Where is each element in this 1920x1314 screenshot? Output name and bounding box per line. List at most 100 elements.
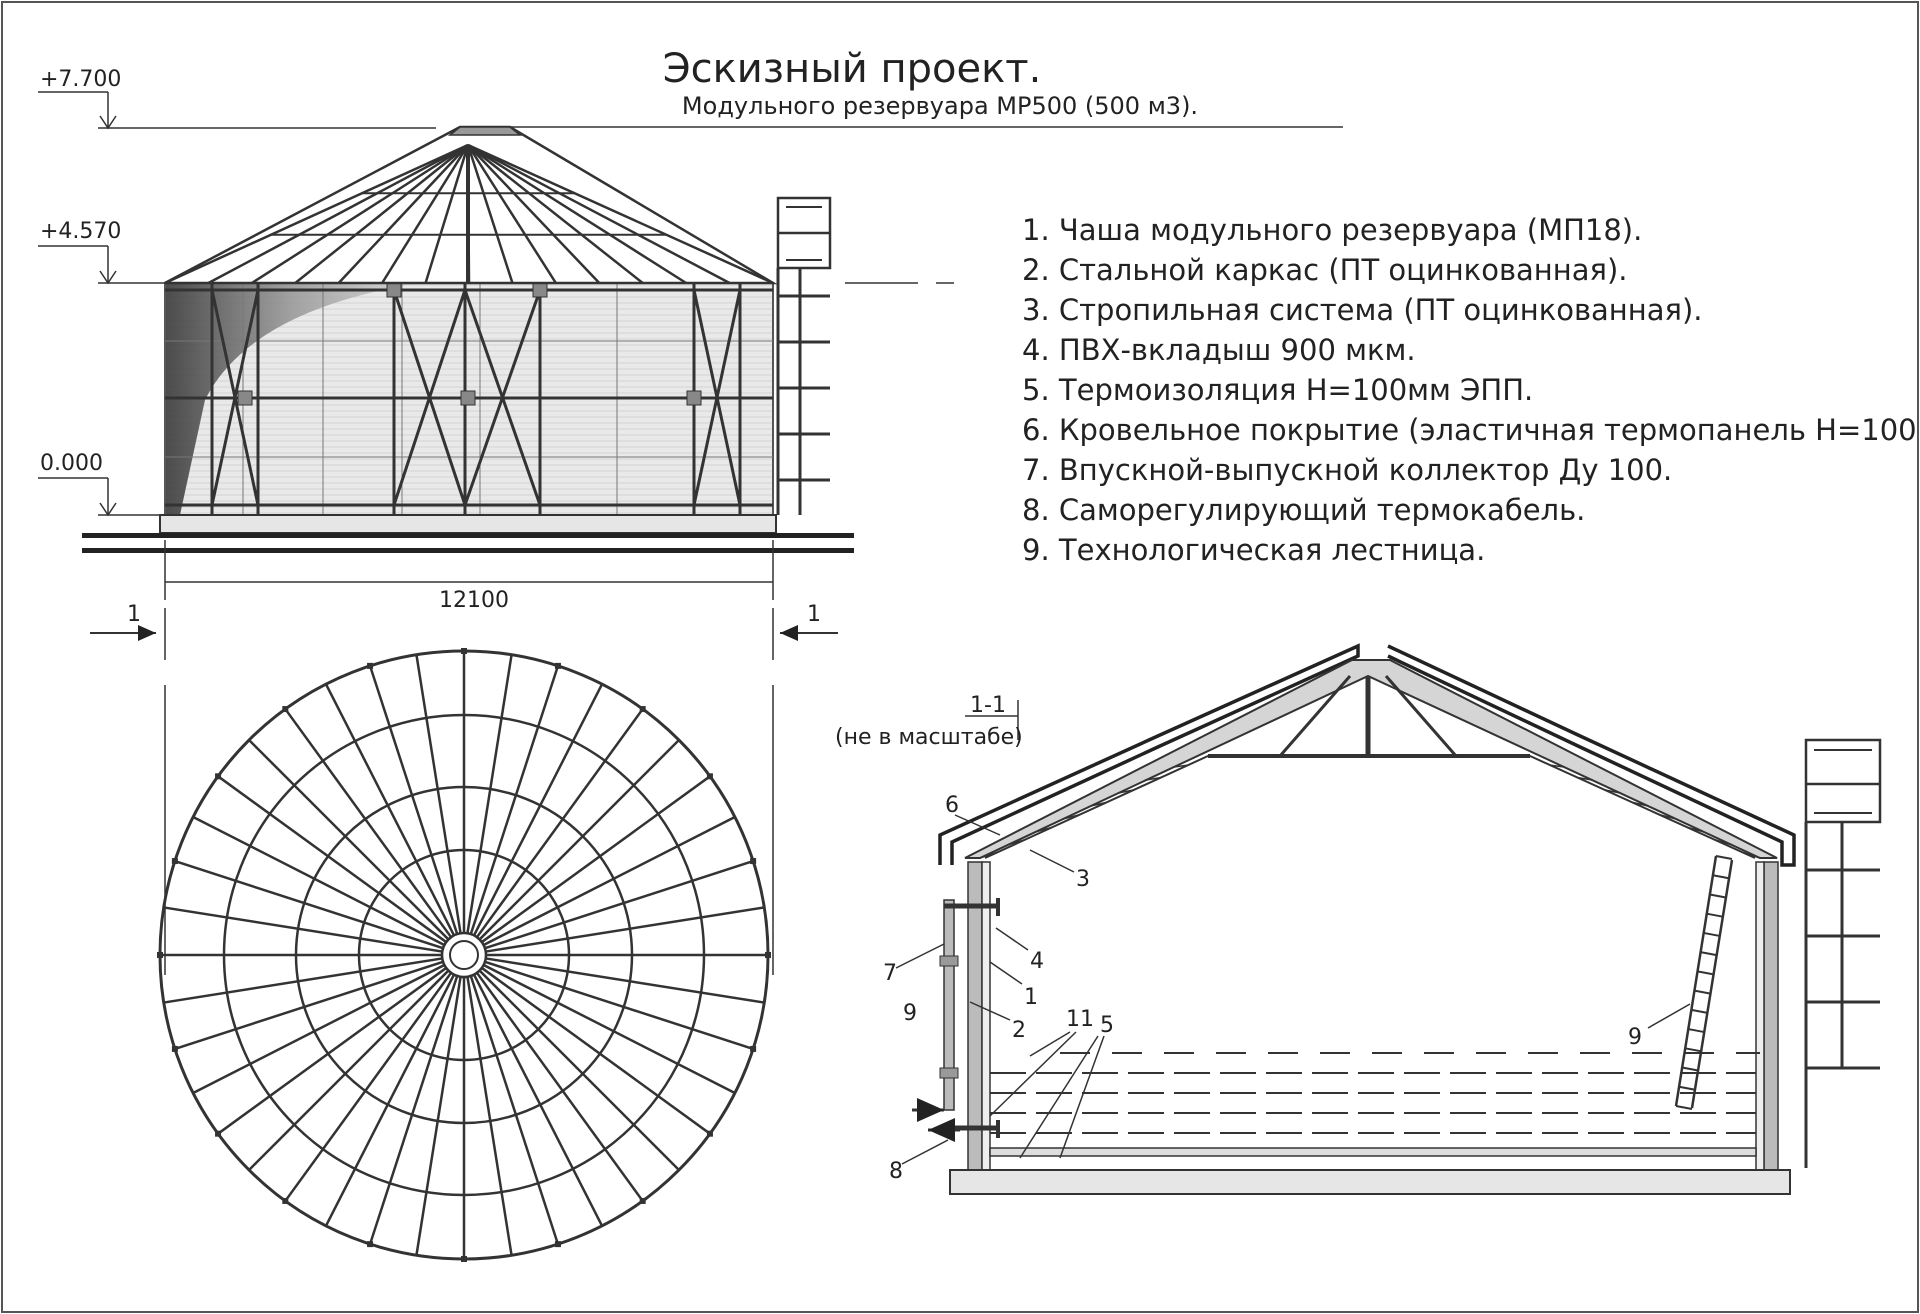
plan-spoke (483, 815, 736, 947)
rafter (207, 143, 469, 285)
legend: 1. Чаша модульного резервуара (МП18). 2.… (1022, 213, 1920, 567)
ladder-rung (1681, 1066, 1699, 1072)
ladder-rung (1688, 1028, 1705, 1034)
x-brace (692, 289, 742, 506)
plan-hub (449, 940, 479, 970)
truss-web (1062, 813, 1080, 820)
rafter (381, 144, 470, 284)
truss-web (1577, 776, 1593, 781)
plan-joint (750, 1045, 757, 1052)
plan-spoke (481, 966, 711, 1135)
elevation-mark-ground: 0.000 (38, 451, 165, 517)
section-floor (989, 1147, 1757, 1157)
elevation-label-top: +7.700 (40, 67, 121, 92)
callout-7: 7 (883, 961, 897, 986)
callout-4: 4 (1030, 949, 1044, 974)
truss-web (1118, 789, 1135, 794)
plan-spoke (478, 739, 680, 941)
plan-joint (367, 662, 374, 669)
plan-spoke (472, 974, 604, 1227)
plan-spoke (469, 665, 560, 935)
water-levels (990, 1052, 1760, 1134)
roof-truss (964, 659, 1778, 859)
plan-spoke (284, 708, 453, 938)
elevation-mark-eave: +4.570 (38, 219, 165, 285)
plan-joint (171, 1045, 178, 1052)
plan-spoke (248, 969, 450, 1171)
elevation-view: +7.700 +4.570 0.000 (38, 67, 954, 660)
plan-spoke (248, 739, 450, 941)
plan-joint (706, 773, 713, 780)
rafter (467, 143, 731, 285)
callout-6: 6 (945, 793, 959, 818)
plan-spoke (284, 972, 453, 1202)
plan-joint (639, 1197, 646, 1204)
section-wall-right-inner (1755, 861, 1765, 1171)
plan-spoke (368, 975, 459, 1245)
plan-view (157, 648, 774, 1262)
svg-text:1: 1 (127, 602, 141, 627)
width-dimension-label: 12100 (439, 588, 509, 613)
rafter (424, 144, 470, 284)
ladder-rung (1678, 1085, 1696, 1091)
rafter (467, 144, 644, 284)
ladder-section (1804, 738, 1882, 1168)
callout-1: 1 (1024, 985, 1038, 1010)
rafter (467, 143, 687, 285)
plan-joint (367, 1241, 374, 1248)
plan-spoke (484, 859, 754, 950)
ladder-rung (1685, 1047, 1702, 1053)
ground-line-2 (82, 548, 854, 553)
frame-node (237, 390, 253, 406)
width-dimension: 12100 (164, 540, 774, 613)
rafter (467, 144, 601, 284)
roof-panel-left (938, 643, 1360, 865)
callout-2: 2 (1012, 1018, 1026, 1043)
section-scale-note: (не в масштабе) (835, 725, 1023, 750)
rafter (466, 144, 514, 284)
plan-spoke (217, 966, 447, 1135)
plan-joint (461, 1256, 467, 1262)
plan-spoke (415, 976, 462, 1256)
legend-item-9: 9. Технологическая лестница. (1022, 533, 1485, 567)
ladder-elevation (776, 196, 832, 515)
section-wall-right (1763, 861, 1779, 1171)
plan-spoke (483, 963, 736, 1095)
truss-web (1146, 776, 1162, 781)
x-brace (392, 289, 467, 506)
page-title: Эскизный проект. (663, 46, 1042, 92)
truss-web (1741, 851, 1761, 859)
callout-9-right: 9 (1628, 1025, 1642, 1050)
section-view: 1-1 (не в масштабе) (835, 643, 1882, 1195)
ladder-rung (1700, 951, 1717, 957)
truss-web (1604, 789, 1621, 794)
truss-web (1713, 838, 1733, 846)
plan-spoke (485, 957, 765, 1004)
plan-joint (765, 952, 771, 958)
legend-item-2: 2. Стальной каркас (ПТ оцинкованная). (1022, 253, 1627, 287)
plan-spoke (475, 708, 644, 938)
legend-item-3: 3. Стропильная система (ПТ оцинкованная)… (1022, 293, 1702, 327)
plan-joint (706, 1130, 713, 1137)
plan-spoke (324, 974, 456, 1227)
ladder-rung (1697, 970, 1714, 976)
frame-node (532, 282, 548, 298)
ladder-rung (1706, 912, 1723, 918)
plan-spoke (478, 969, 680, 1171)
callouts: 6 3 4 1 2 7 9 8 11 5 9 (883, 793, 1691, 1184)
truss-web (1035, 826, 1053, 833)
frame-node (686, 390, 702, 406)
ladder-rung (1715, 855, 1733, 860)
plan-spoke (484, 960, 754, 1051)
plan-joint (282, 1197, 289, 1204)
plan-joint (215, 773, 222, 780)
foundation-slab (159, 514, 777, 534)
inlet-outlet-collector (912, 898, 1000, 1142)
plan-spoke (472, 683, 604, 936)
plan-spoke (174, 960, 444, 1051)
plan-spoke (163, 906, 443, 953)
plan-spoke (192, 815, 445, 947)
rafter (467, 143, 774, 285)
rafter (164, 143, 469, 285)
